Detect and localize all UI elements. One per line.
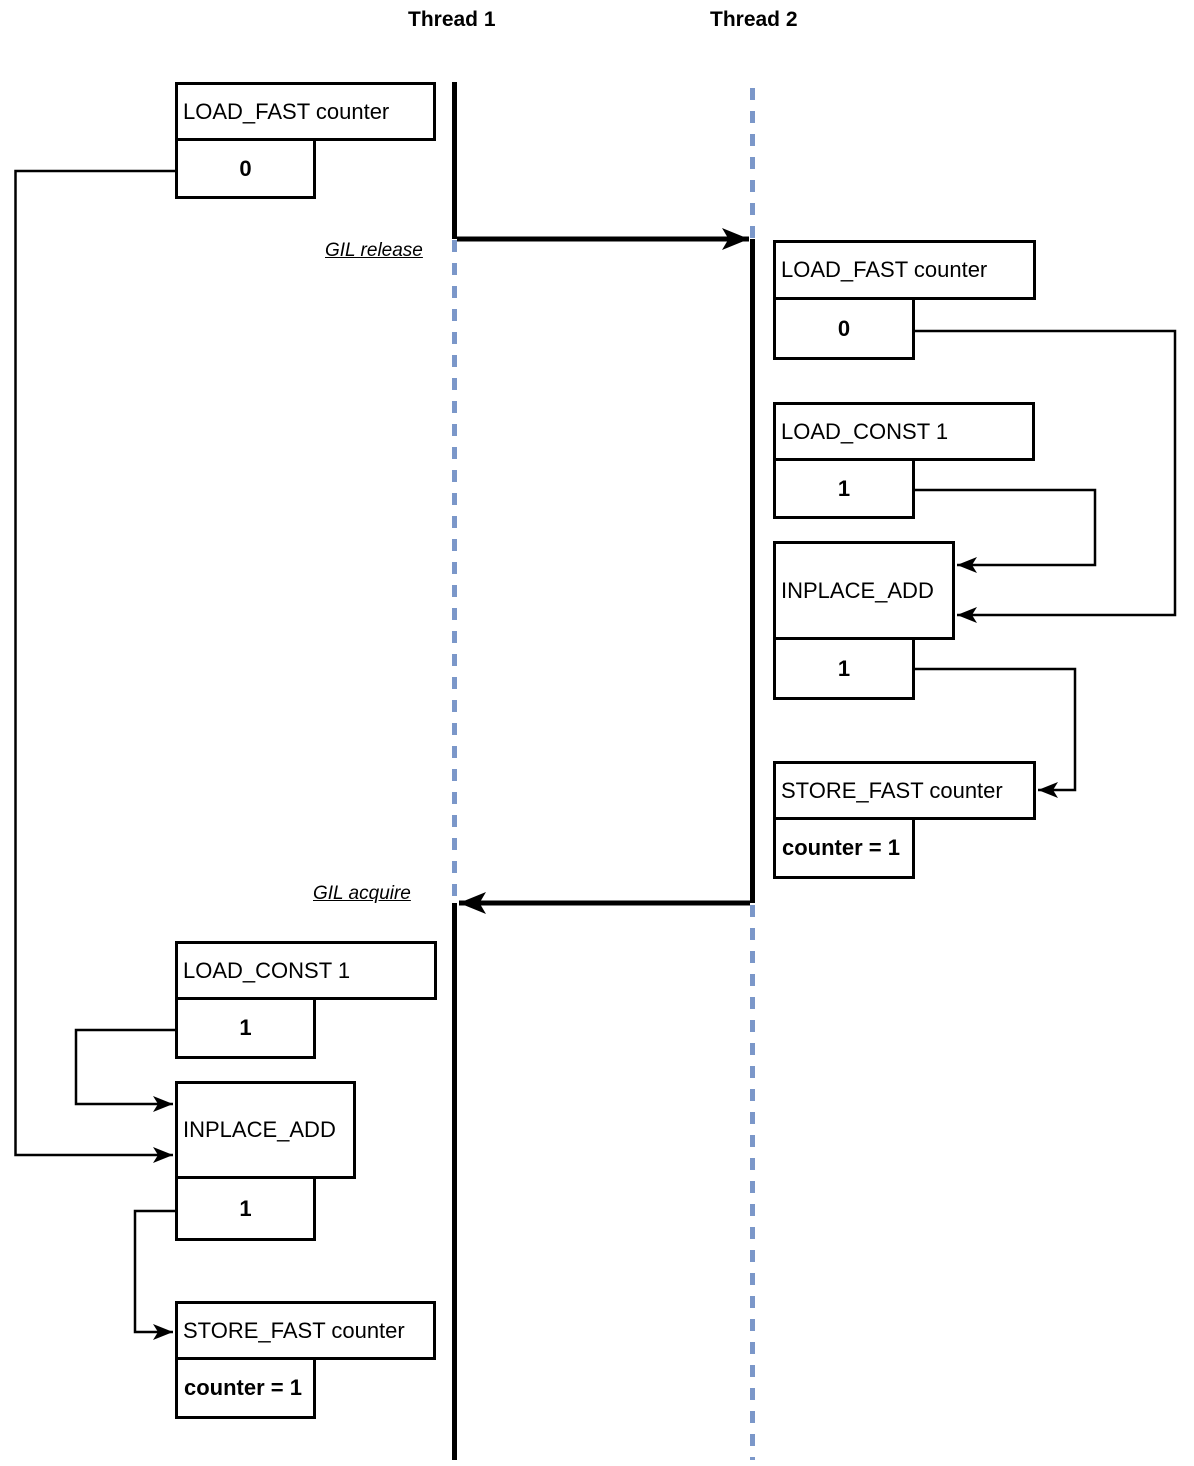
t1-inplace-add-value-box: 1: [175, 1176, 316, 1241]
t2-store-fast-op-box: STORE_FAST counter: [773, 761, 1036, 820]
t2-connector-loadconst-to-inplaceadd: [915, 488, 1097, 573]
t1-load-const-op-box: LOAD_CONST 1: [175, 941, 437, 1000]
t2-inplace-add-value-box: 1: [773, 637, 915, 700]
t1-load-const-value-box: 1: [175, 997, 316, 1059]
thread2-header: Thread 2: [710, 8, 798, 31]
t1-load-fast-op-box: LOAD_FAST counter: [175, 82, 436, 141]
t1-connector-loadfast-to-inplaceadd: [14, 169, 175, 1163]
t2-load-fast-op-box: LOAD_FAST counter: [773, 240, 1036, 300]
t1-inplace-add-op-box: INPLACE_ADD: [175, 1081, 356, 1179]
t1-store-fast-op-box: STORE_FAST counter: [175, 1301, 436, 1360]
t1-store-fast-result-box: counter = 1: [175, 1357, 316, 1419]
t1-connector-loadconst-to-inplaceadd: [74, 1028, 175, 1112]
gil-release-label: GIL release: [325, 240, 423, 261]
t2-connector-loadfast-to-inplaceadd: [915, 329, 1177, 623]
gil-acquire-label: GIL acquire: [313, 883, 411, 904]
t2-store-fast-result-box: counter = 1: [773, 817, 915, 879]
t1-connector-inplaceadd-to-storefast: [133, 1209, 175, 1340]
t1-load-fast-value-box: 0: [175, 138, 316, 199]
t2-connector-inplaceadd-to-storefast: [915, 667, 1077, 798]
thread1-header: Thread 1: [408, 8, 496, 31]
t2-load-const-op-box: LOAD_CONST 1: [773, 402, 1035, 461]
t2-load-const-value-box: 1: [773, 458, 915, 519]
t2-load-fast-value-box: 0: [773, 297, 915, 360]
t2-inplace-add-op-box: INPLACE_ADD: [773, 541, 955, 640]
